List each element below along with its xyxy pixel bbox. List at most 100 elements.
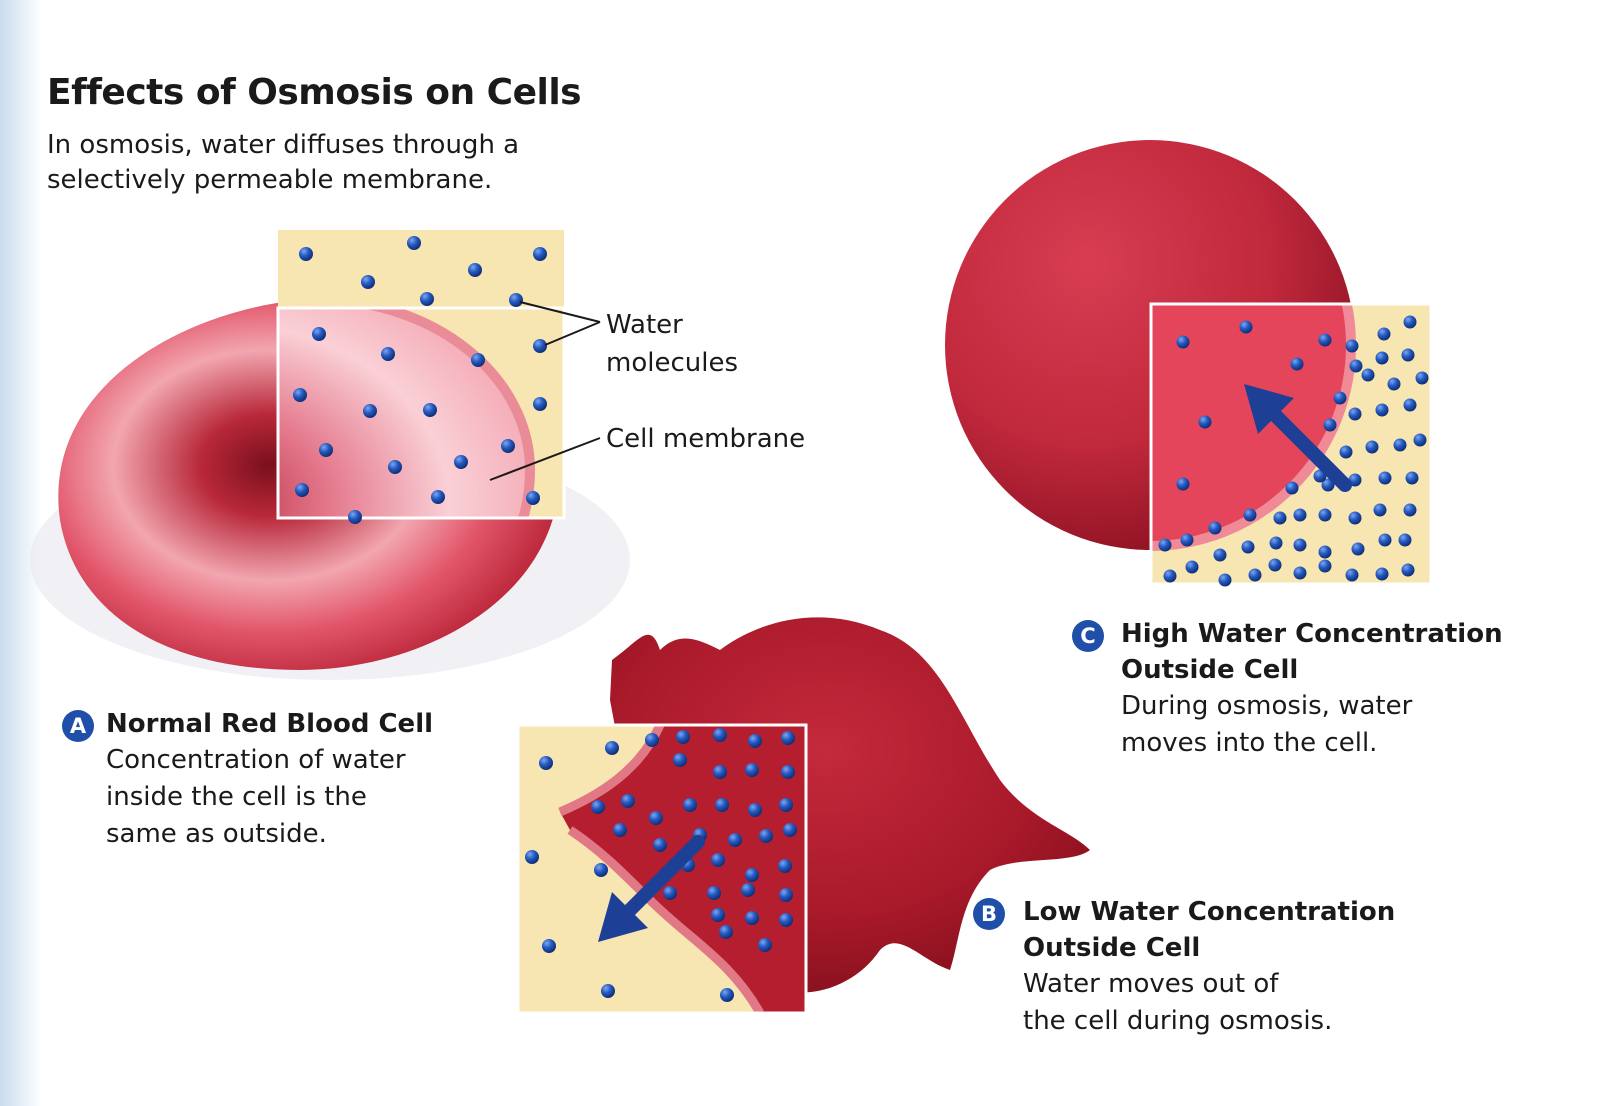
cell-c-water-molecule: [1318, 333, 1332, 347]
cell-c-molecules: [1158, 315, 1429, 587]
cell-b-water-molecule: [713, 765, 727, 779]
cell-b-water-molecule: [720, 988, 734, 1002]
caption-a-line-3: same as outside.: [106, 819, 327, 849]
cell-a-water-molecule: [501, 439, 515, 453]
cell-b-water-molecule: [594, 863, 608, 877]
cell-c-water-molecule: [1403, 315, 1417, 329]
cell-c-water-molecule: [1415, 371, 1429, 385]
cell-b-water-molecule: [715, 798, 729, 812]
cell-a-water-molecule: [533, 339, 547, 353]
caption-a-line-1: Concentration of water: [106, 745, 406, 775]
water-label-line-1: Water: [606, 310, 683, 340]
cell-c-water-molecule: [1398, 533, 1412, 547]
cell-b-water-molecule: [745, 763, 759, 777]
cell-b-water-molecule: [728, 833, 742, 847]
cell-c-water-molecule: [1348, 407, 1362, 421]
cell-b-water-molecule: [758, 938, 772, 952]
cell-b-water-molecule: [539, 756, 553, 770]
cell-b-water-molecule: [707, 886, 721, 900]
cell-b-water-molecule: [649, 811, 663, 825]
caption-c-heading-2: Outside Cell: [1121, 655, 1299, 685]
cell-c-water-molecule: [1243, 508, 1257, 522]
cell-c-water-molecule: [1239, 320, 1253, 334]
cell-c-water-molecule: [1318, 559, 1332, 573]
cell-c-water-molecule: [1323, 418, 1337, 432]
cell-c-water-molecule: [1377, 327, 1391, 341]
cell-c-inset-frame: [1149, 302, 1433, 586]
cell-b-molecules: [525, 728, 797, 1002]
cell-c-water-molecule: [1339, 445, 1353, 459]
cell-b-water-molecule: [713, 728, 727, 742]
cell-a-water-molecule: [533, 247, 547, 261]
caption-c-line-1: During osmosis, water: [1121, 691, 1413, 721]
cell-b-water-molecule: [613, 823, 627, 837]
cell-b-water-molecule: [748, 803, 762, 817]
cell-a-inset-frame: [276, 306, 566, 520]
cell-a-membrane-edge: [360, 308, 536, 518]
cell-b-water-molecule: [781, 765, 795, 779]
cell-a-water-molecule: [319, 443, 333, 457]
cell-c-water-molecule: [1401, 348, 1415, 362]
cell-b-water-molecule: [779, 888, 793, 902]
cell-b-water-molecule: [525, 850, 539, 864]
cell-a-water-molecule: [299, 247, 313, 261]
intro-line-2: selectively permeable membrane.: [47, 165, 493, 195]
cell-c-water-molecule: [1180, 533, 1194, 547]
cell-b-water-molecule: [601, 984, 615, 998]
cell-b-arrow: [598, 835, 705, 942]
cell-c-water-molecule: [1176, 477, 1190, 491]
cell-a-molecules: [293, 236, 547, 524]
cell-c-water-molecule: [1293, 538, 1307, 552]
caption-b: Low Water Concentration Outside Cell Wat…: [1023, 894, 1395, 1040]
cell-c-water-molecule: [1213, 548, 1227, 562]
cell-b-shrunken: [516, 617, 1090, 1015]
cell-c-water-molecule: [1185, 560, 1199, 574]
cell-b-water-molecule: [719, 925, 733, 939]
water-label-line-2: molecules: [606, 348, 738, 378]
cell-c-water-molecule: [1401, 563, 1415, 577]
cell-a-water-molecule: [363, 404, 377, 418]
cell-c-water-molecule: [1293, 566, 1307, 580]
cell-c-water-molecule: [1373, 503, 1387, 517]
water-molecules-label: Water molecules: [606, 306, 738, 382]
cell-c-water-molecule: [1348, 511, 1362, 525]
cell-b-water-molecule: [605, 741, 619, 755]
cell-c-water-molecule: [1198, 415, 1212, 429]
cell-c-water-molecule: [1290, 357, 1304, 371]
cell-c-water-molecule: [1375, 567, 1389, 581]
cell-c-water-molecule: [1285, 481, 1299, 495]
cell-b-water-molecule: [748, 734, 762, 748]
cell-b-water-molecule: [676, 730, 690, 744]
cell-a-water-molecule: [312, 327, 326, 341]
cell-c-water-molecule: [1318, 545, 1332, 559]
caption-b-line-1: Water moves out of: [1023, 969, 1279, 999]
cell-a-water-molecule: [388, 460, 402, 474]
cell-c-water-molecule: [1365, 440, 1379, 454]
cell-c-water-molecule: [1208, 521, 1222, 535]
cell-b-water-molecule: [683, 798, 697, 812]
cell-c-interior: [1151, 304, 1355, 550]
cell-b-water-molecule: [542, 939, 556, 953]
cell-c-water-molecule: [1345, 339, 1359, 353]
cell-c-water-molecule: [1318, 508, 1332, 522]
caption-b-heading-2: Outside Cell: [1023, 933, 1201, 963]
cell-a-water-molecule: [420, 292, 434, 306]
cell-a-water-molecule: [381, 347, 395, 361]
cell-b-water-molecule: [711, 853, 725, 867]
badge-a: A: [62, 710, 94, 742]
leader-lines: [489, 301, 601, 481]
cell-c-water-molecule: [1403, 398, 1417, 412]
cell-a-water-molecule: [293, 388, 307, 402]
cell-c-water-molecule: [1378, 471, 1392, 485]
cell-b-water-molecule: [779, 798, 793, 812]
badge-c: C: [1072, 620, 1104, 652]
cell-c-water-molecule: [1321, 478, 1335, 492]
caption-c: High Water Concentration Outside Cell Du…: [1121, 616, 1503, 762]
cell-a-water-molecule: [533, 397, 547, 411]
cell-b-water-molecule: [591, 800, 605, 814]
cell-c-water-molecule: [1218, 573, 1232, 587]
cell-c-water-molecule: [1248, 568, 1262, 582]
cell-c-water-molecule: [1273, 511, 1287, 525]
intro-text: In osmosis, water diffuses through a sel…: [47, 128, 519, 198]
